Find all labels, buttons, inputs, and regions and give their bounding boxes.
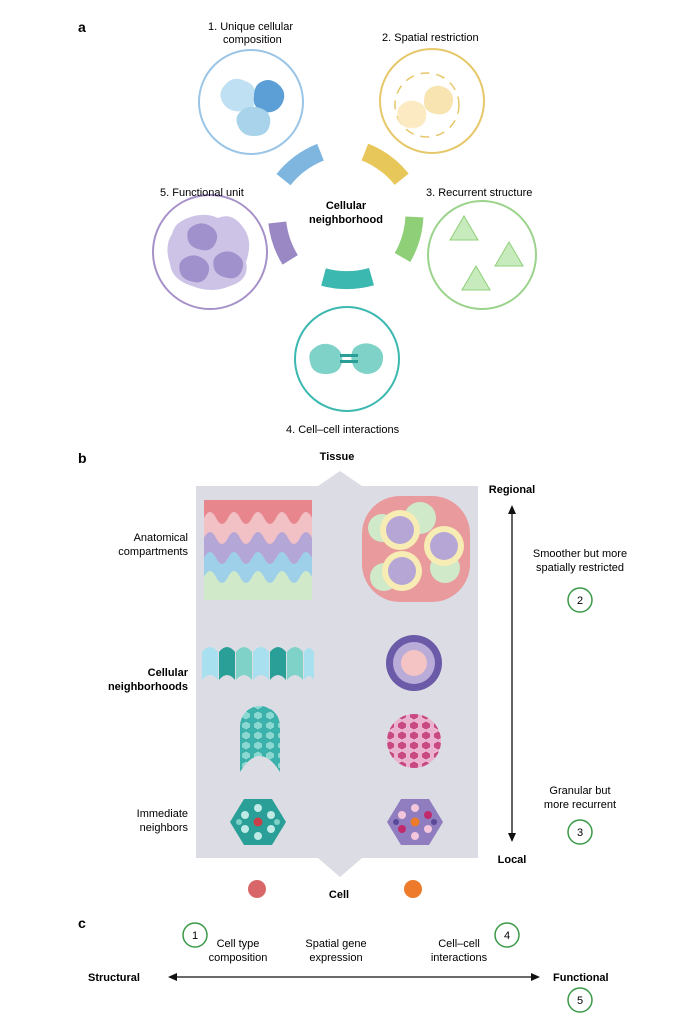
composition-circle	[198, 49, 304, 155]
note-bottom-number-circle	[567, 819, 593, 845]
ring-arcs	[268, 143, 424, 290]
center-label-line1: Cellular	[326, 200, 367, 212]
panel-a-label: a	[78, 19, 86, 35]
item1-number-circle	[182, 922, 208, 948]
arc-green	[394, 216, 424, 262]
item1-label-line1: Cell type	[217, 938, 260, 950]
recurrent-structure-circle	[427, 200, 537, 310]
spatial-restriction-label: 2. Spatial restriction	[382, 32, 479, 44]
item2-label-line1: Spatial gene	[305, 938, 366, 950]
anatomical-label-line2: compartments	[118, 546, 188, 558]
item3-label-line1: Cell–cell	[438, 938, 480, 950]
arc-teal	[321, 267, 374, 290]
teal-immediate-neighbors-illustration	[230, 799, 286, 845]
tissue-label: Tissue	[320, 451, 355, 463]
local-label: Local	[498, 854, 527, 866]
panel-b-label: b	[78, 450, 87, 466]
item3-label-line2: interactions	[431, 952, 488, 964]
neighborhoods-label-line2: neighborhoods	[108, 681, 188, 693]
anatomical-label-line1: Anatomical	[134, 532, 188, 544]
immediate-label-line1: Immediate	[137, 808, 188, 820]
note-top-number-circle	[567, 587, 593, 613]
item1-number: 1	[192, 930, 198, 942]
red-cell-dot	[248, 880, 266, 898]
item3-number: 4	[504, 930, 510, 942]
tissue-compartments-illustration	[362, 496, 470, 602]
note-bottom-line1: Granular but	[549, 785, 610, 797]
cell-cell-interactions-label: 4. Cell–cell interactions	[286, 424, 400, 436]
note-top-number: 2	[577, 595, 583, 607]
panel-c-label: c	[78, 915, 86, 931]
arc-yellow	[361, 143, 409, 186]
structural-label: Structural	[88, 972, 140, 984]
immediate-label-line2: neighbors	[140, 822, 189, 834]
neighborhood-band-illustration	[202, 647, 314, 680]
regional-label: Regional	[489, 484, 535, 496]
functional-unit-label: 5. Functional unit	[160, 187, 244, 199]
note-bottom-number: 3	[577, 827, 583, 839]
recurrent-structure-label: 3. Recurrent structure	[426, 187, 532, 199]
item3-number-circle	[494, 922, 520, 948]
purple-immediate-neighbors-illustration	[387, 799, 443, 845]
functional-unit-circle	[152, 194, 268, 310]
note-top-line2: spatially restricted	[536, 562, 624, 574]
spatial-restriction-circle	[379, 48, 485, 154]
structural-functional-arrow	[168, 973, 540, 981]
cell-label: Cell	[329, 889, 349, 901]
note-top-line1: Smoother but more	[533, 548, 627, 560]
functional-label: Functional	[553, 972, 609, 984]
item5-number: 5	[577, 995, 583, 1007]
orange-cell-dot	[404, 880, 422, 898]
pink-hex-circle-illustration	[387, 714, 441, 768]
arc-blue	[276, 143, 325, 186]
concentric-neighborhood-illustration	[386, 635, 442, 691]
item1-label-line2: composition	[209, 952, 268, 964]
item5-number-circle	[567, 987, 593, 1013]
item2-label-line2: expression	[309, 952, 362, 964]
composition-label-line2: composition	[223, 34, 282, 46]
note-bottom-line2: more recurrent	[544, 799, 616, 811]
composition-label-line1: 1. Unique cellular	[208, 21, 293, 33]
neighborhoods-label-line1: Cellular	[148, 667, 189, 679]
anatomical-layers-illustration	[204, 500, 312, 600]
center-label-line2: neighborhood	[309, 214, 383, 226]
regional-local-arrow	[508, 505, 516, 842]
arc-purple	[268, 221, 299, 265]
cell-cell-interactions-circle	[294, 306, 400, 412]
teal-hex-arch-illustration	[240, 706, 280, 772]
